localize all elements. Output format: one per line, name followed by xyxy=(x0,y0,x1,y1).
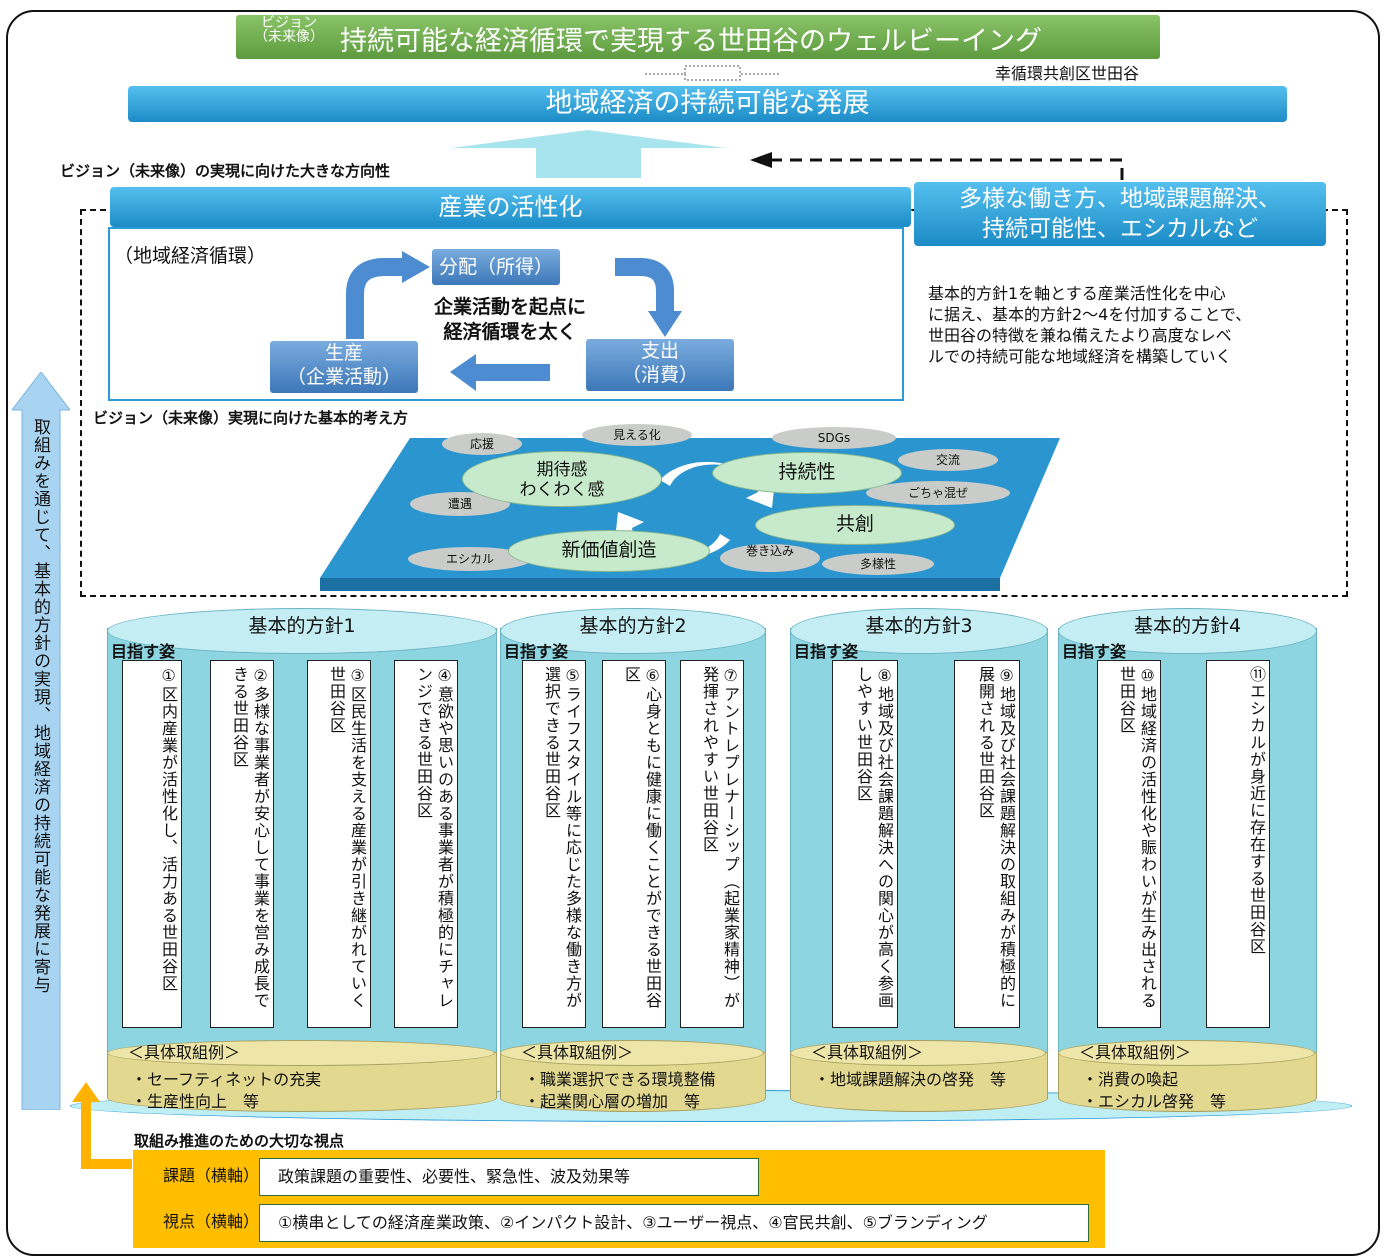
policy-1-examples-title: ＜具体取組例＞ xyxy=(107,1040,495,1066)
policy-2-card-2: ⑥心身ともに健康に働くことができる世田谷区 xyxy=(602,660,666,1028)
policy-1-top: 基本的方針1 xyxy=(107,608,497,654)
policy-1-example-1: ・セーフティネットの充実 xyxy=(131,1070,322,1089)
tag-exchange: 交流 xyxy=(898,449,998,471)
policy-1-card-3: ③区民生活を支える産業が引き継がれていく世田谷区 xyxy=(307,660,371,1028)
up-arrow xyxy=(451,130,726,178)
policy-3-top: 基本的方針3 xyxy=(790,608,1048,654)
row1-label: 課題（横軸） xyxy=(163,1166,260,1185)
policy-2-card-3: ⑦アントレプレナーシップ（起業家精神）が発揮されやすい世田谷区 xyxy=(680,660,744,1028)
row1-text: 政策課題の重要性、必要性、緊急性、波及効果等 xyxy=(259,1158,759,1196)
viewpoint-title: 取組み推進のための大切な視点 xyxy=(134,1132,345,1150)
policy-4-card-1: ⑩地域経済の活性化や賑わいが生み出される世田谷区 xyxy=(1097,660,1161,1028)
direction-label: ビジョン（未来像）の実現に向けた大きな方向性 xyxy=(60,162,391,180)
policy-1-card-2: ②多様な事業者が安心して事業を営み成長できる世田谷区 xyxy=(210,660,274,1028)
policy-3-goal: 目指す姿 xyxy=(794,642,859,661)
policy-1-goal: 目指す姿 xyxy=(111,642,176,661)
vision-bar: ビジョン（未来像） 持続可能な経済循環で実現する世田谷のウェルビーイング xyxy=(236,15,1160,59)
policy-2-examples-title: ＜具体取組例＞ xyxy=(500,1040,764,1066)
dashed-feedback-arrow xyxy=(750,152,1124,180)
economic-cycle-box: （地域経済循環） 分配（所得） 企業活動を起点に経済循環を太く 支出（消費） 生… xyxy=(108,227,904,401)
strategy-paragraph: 基本的方針1を軸とする産業活性化を中心に据え、基本的方針2～4を付加することで、… xyxy=(928,284,1252,366)
policy-4-example-2: ・エシカル啓発 等 xyxy=(1082,1092,1227,1111)
policy-2-card-1: ⑤ライフスタイル等に応じた多様な働き方が選択できる世田谷区 xyxy=(522,660,586,1028)
vision-subtitle: 幸循環共創区世田谷 xyxy=(995,64,1140,83)
cyl-new-value: 新価値創造 xyxy=(508,530,710,572)
policy-3-examples-title: ＜具体取組例＞ xyxy=(790,1040,1046,1066)
diversity-bar: 多様な働き方、地域課題解決、持続可能性、エシカルなど xyxy=(914,182,1326,246)
policy-1-card-4: ④意欲や思いのある事業者が積極的にチャレンジできる世田谷区 xyxy=(394,660,458,1028)
policy-4-goal: 目指す姿 xyxy=(1062,642,1127,661)
basic-thinking-label: ビジョン（未来像）実現に向けた基本的考え方 xyxy=(93,409,409,427)
policy-1-example-2: ・生産性向上 等 xyxy=(131,1092,260,1111)
left-up-arrow xyxy=(12,372,70,1110)
tag-involve: 巻き込み xyxy=(720,544,820,572)
policy-2-example-1: ・職業選択できる環境整備 xyxy=(524,1070,716,1089)
policy-2-goal: 目指す姿 xyxy=(504,642,569,661)
tag-visualize: 見える化 xyxy=(582,424,692,446)
row2-text: ①横串としての経済産業政策、②インパクト設計、③ユーザー視点、④官民共創、⑤ブラ… xyxy=(259,1204,1089,1242)
tag-diversity: 多様性 xyxy=(822,553,934,575)
cycle-label: （地域経済循環） xyxy=(114,245,267,267)
policy-3-example-1: ・地域課題解決の啓発 等 xyxy=(814,1070,1007,1089)
tag-mix: ごちゃ混ぜ xyxy=(866,481,1010,505)
cycle-arrows xyxy=(346,251,682,391)
distribution-block: 分配（所得） xyxy=(432,249,560,285)
policy-4-card-2: ⑪エシカルが身近に存在する世田谷区 xyxy=(1206,660,1270,1028)
vision-title: 持続可能な経済循環で実現する世田谷のウェルビーイング xyxy=(340,26,1042,57)
production-block: 生産（企業活動） xyxy=(270,341,418,393)
policy-4-examples-title: ＜具体取組例＞ xyxy=(1058,1040,1315,1066)
policy-2-top: 基本的方針2 xyxy=(500,608,766,654)
cyl-expectation: 期待感わくわく感 xyxy=(462,451,662,507)
tag-ouen: 応援 xyxy=(442,433,522,455)
policy-1-card-1: ①区内産業が活性化し、活力ある世田谷区 xyxy=(122,660,182,1028)
tag-sdgs: SDGs xyxy=(772,427,896,449)
development-bar: 地域経済の持続可能な発展 xyxy=(128,86,1287,122)
policy-4-top: 基本的方針4 xyxy=(1058,608,1317,654)
industry-bar: 産業の活性化 xyxy=(110,187,911,227)
policy-4-example-1: ・消費の喚起 xyxy=(1082,1070,1179,1089)
policy-3-card-2: ⑨地域及び社会課題解決の取組みが積極的に展開される世田谷区 xyxy=(954,660,1020,1028)
vision-tag: ビジョン（未来像） xyxy=(254,15,324,45)
cyl-cocreation: 共創 xyxy=(755,505,955,545)
cycle-center-text: 企業活動を起点に経済循環を太く xyxy=(433,296,586,343)
viewpoint-panel: 課題（横軸） 政策課題の重要性、必要性、緊急性、波及効果等 視点（横軸） ①横串… xyxy=(133,1150,1105,1248)
expenditure-block: 支出（消費） xyxy=(586,339,734,391)
policy-2-example-2: ・起業関心層の増加 等 xyxy=(524,1092,701,1111)
policy-3-card-1: ⑧地域及び社会課題解決への関心が高く参画しやすい世田谷区 xyxy=(832,660,898,1028)
orange-arrow xyxy=(72,1082,132,1169)
row2-label: 視点（横軸） xyxy=(163,1212,260,1231)
left-arrow-text: 取組みを通じて、基本的方針の実現、地域経済の持続可能な発展に寄与 xyxy=(30,418,50,994)
dotted-arrow xyxy=(645,62,780,82)
cyl-sustainability: 持続性 xyxy=(712,452,902,494)
